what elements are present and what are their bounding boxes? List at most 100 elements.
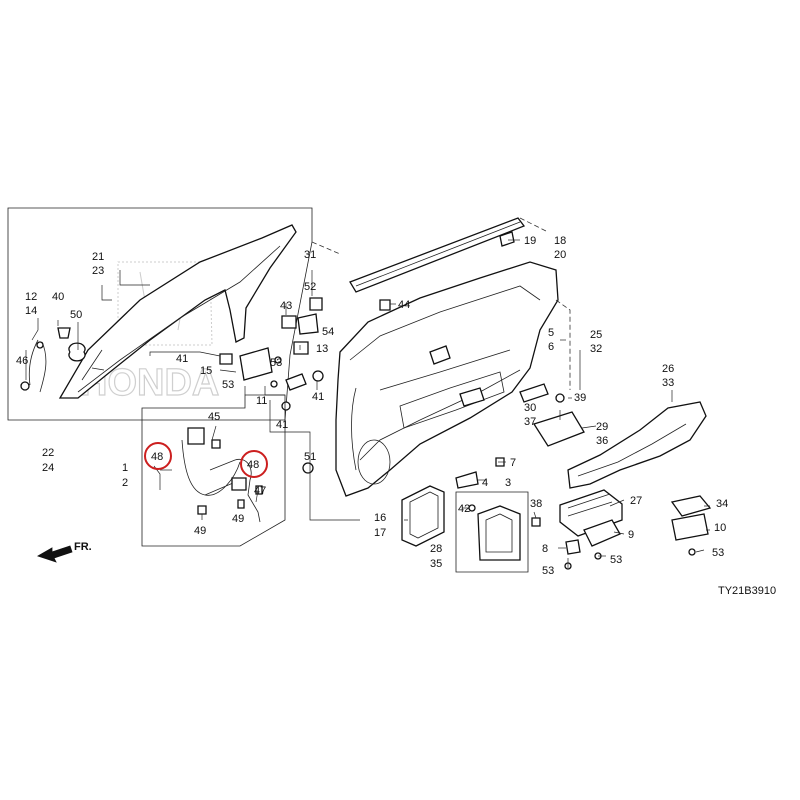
callout-49b: 49	[232, 513, 244, 525]
diagram-code: TY21B3910	[718, 585, 776, 597]
callout-51: 51	[304, 451, 316, 463]
callout-13: 13	[316, 343, 328, 355]
callout-22: 22	[42, 447, 54, 459]
armrest-panel	[567, 401, 707, 489]
callout-31: 31	[304, 249, 316, 261]
callout-8: 8	[542, 543, 548, 555]
callout-11: 11	[256, 395, 267, 407]
callout-12: 12	[25, 291, 37, 303]
callout-33: 33	[662, 377, 674, 389]
inner-weatherstrip	[349, 217, 526, 293]
callout-30: 30	[524, 402, 536, 414]
clip-44	[379, 299, 391, 311]
callout-47: 47	[254, 485, 266, 497]
callout-52: 52	[304, 281, 316, 293]
callout-32: 32	[590, 343, 602, 355]
callout-28: 28	[430, 543, 442, 555]
callout-53e: 53	[712, 547, 724, 559]
callout-21: 21	[92, 251, 104, 263]
screw-40	[57, 327, 71, 339]
grommet-50	[68, 342, 86, 362]
clip-52	[309, 297, 323, 311]
switch-53-upper	[285, 373, 307, 391]
switch-8	[565, 539, 581, 555]
tweeter-bracket-15	[239, 347, 273, 381]
callout-24: 24	[42, 462, 54, 474]
callout-34: 34	[716, 498, 728, 510]
callout-36: 36	[596, 435, 608, 447]
callout-numbers: 1 2 3 4 5 6 7 8 9 10 11 12 13 14 15 16 1…	[16, 235, 728, 577]
callout-53d: 53	[610, 554, 622, 566]
clip-43	[281, 315, 297, 329]
callout-38: 38	[530, 498, 542, 510]
callout-45: 45	[208, 411, 220, 423]
callout-29: 29	[596, 421, 608, 433]
callout-1: 1	[122, 462, 128, 474]
callout-54: 54	[322, 326, 334, 338]
clip-19	[499, 231, 515, 247]
callout-49a: 49	[194, 525, 206, 537]
callout-48a: 48	[151, 451, 163, 463]
callout-23: 23	[92, 265, 104, 277]
callout-50: 50	[70, 309, 82, 321]
pocket-trim	[477, 505, 521, 561]
callout-16: 16	[374, 512, 386, 524]
callout-53c: 53	[542, 565, 554, 577]
front-direction-label: FR.	[74, 541, 92, 553]
callout-53a: 53	[222, 379, 234, 391]
switch-bezel-10	[671, 513, 709, 541]
callout-27: 27	[630, 495, 642, 507]
callout-26: 26	[662, 363, 674, 375]
callout-15: 15	[200, 365, 212, 377]
callout-41a: 41	[176, 353, 188, 365]
door-lining	[335, 261, 559, 497]
callout-46: 46	[16, 355, 28, 367]
callout-20: 20	[554, 249, 566, 261]
clip-4	[455, 471, 479, 489]
leader-lines	[25, 239, 710, 568]
garnish-group-box	[7, 207, 313, 421]
harness-group-box	[141, 394, 286, 547]
callout-17: 17	[374, 527, 386, 539]
callout-19: 19	[524, 235, 536, 247]
callout-4: 4	[482, 477, 488, 489]
pocket-group-box	[455, 491, 529, 573]
callout-42: 42	[458, 503, 470, 515]
clip-41a	[219, 353, 233, 365]
callout-2: 2	[122, 477, 128, 489]
callout-53b: 53	[270, 357, 282, 369]
callout-39: 39	[574, 392, 586, 404]
callout-48b: 48	[247, 459, 259, 471]
front-direction-arrow-icon	[37, 545, 73, 563]
callout-3: 3	[505, 477, 511, 489]
callout-7: 7	[510, 457, 516, 469]
door-cable	[28, 339, 47, 393]
highlight-48-right	[240, 450, 268, 478]
callout-18: 18	[554, 235, 566, 247]
callout-41c: 41	[312, 391, 324, 403]
cable-clip	[20, 381, 30, 391]
callout-37: 37	[524, 416, 536, 428]
callout-35: 35	[430, 558, 442, 570]
clip-13	[293, 341, 309, 355]
callout-25: 25	[590, 329, 602, 341]
callout-41b: 41	[276, 419, 288, 431]
passenger-switch-34	[670, 495, 712, 517]
speaker-grille	[357, 439, 391, 485]
callout-40: 40	[52, 291, 64, 303]
callout-9: 9	[628, 529, 634, 541]
callout-5: 5	[548, 327, 554, 339]
clip-51	[302, 462, 314, 474]
switch-9	[583, 519, 621, 547]
highlight-48-left	[144, 442, 172, 470]
door-pocket	[519, 383, 549, 403]
callout-44: 44	[398, 299, 410, 311]
callout-43: 43	[280, 300, 292, 312]
window-frame-garnish	[58, 224, 297, 399]
callout-10: 10	[714, 522, 726, 534]
bracket-54	[297, 313, 319, 335]
callout-14: 14	[25, 305, 37, 317]
callout-6: 6	[548, 341, 554, 353]
inner-handle-bezel	[532, 411, 585, 447]
